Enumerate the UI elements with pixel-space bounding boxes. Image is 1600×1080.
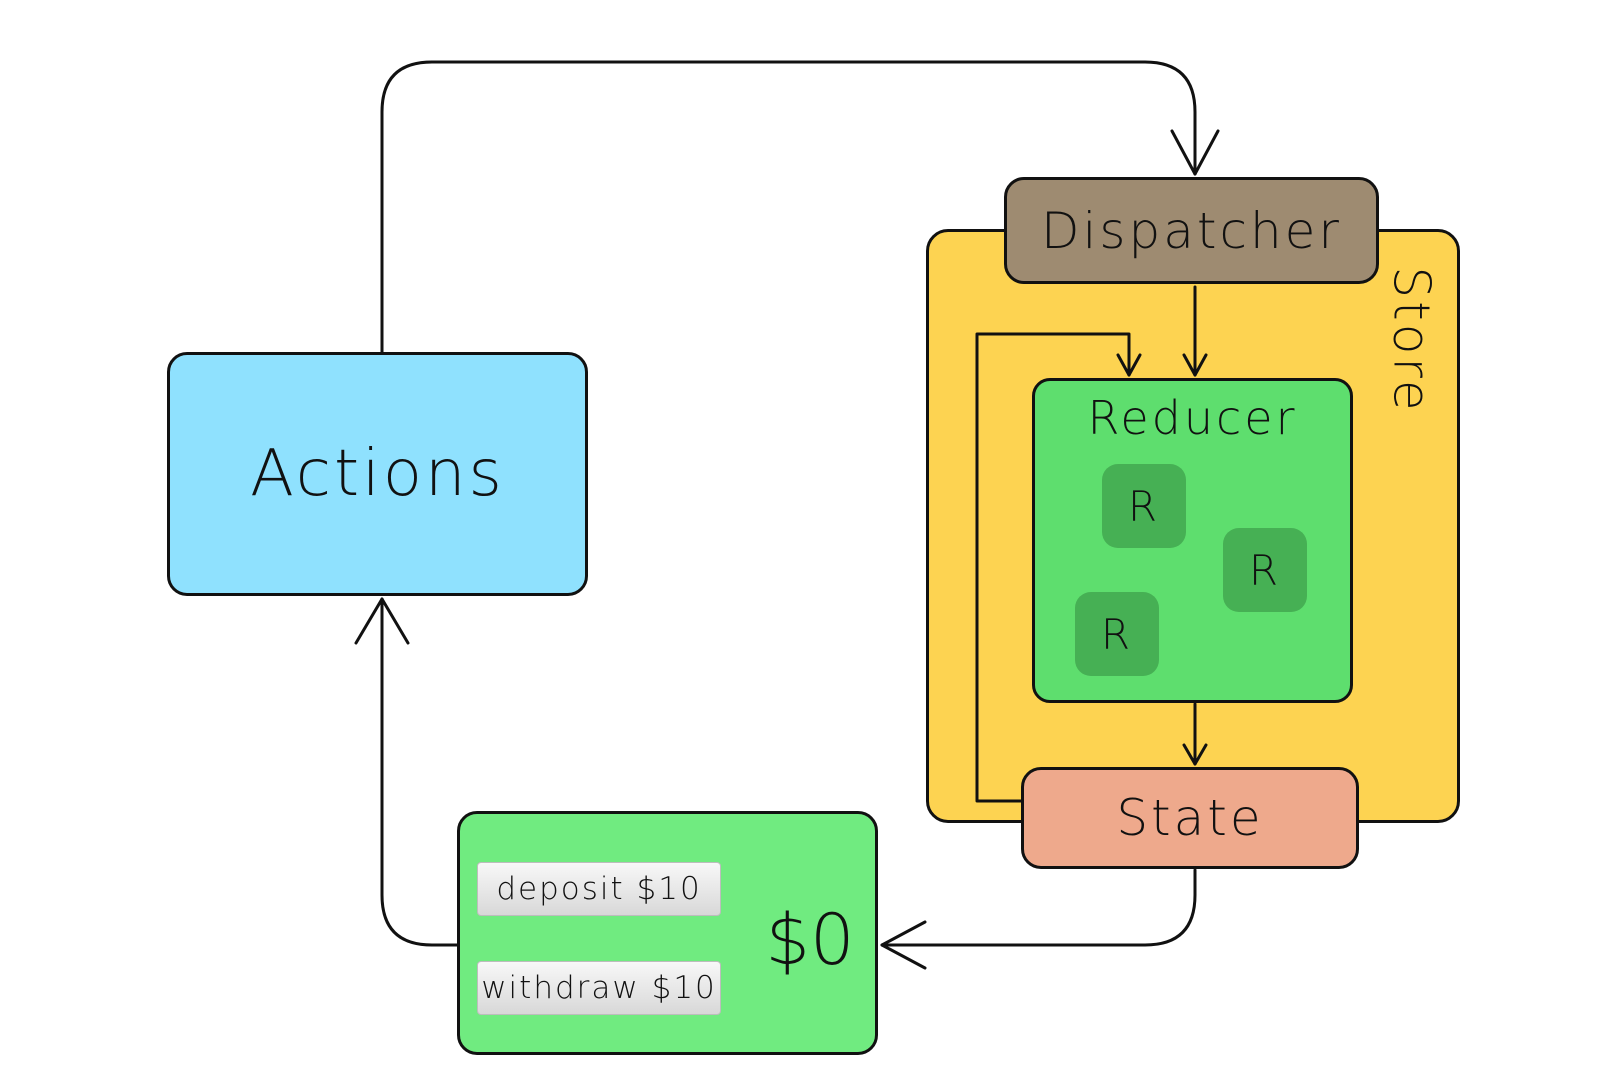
balance-display: $0 (765, 899, 855, 981)
reducer-chip: R (1075, 592, 1159, 676)
view-arrowhead (880, 920, 927, 970)
view-to-actions-line (380, 597, 459, 947)
reducer-chip-label: R (1127, 481, 1161, 531)
actions-arrowhead (354, 597, 410, 645)
state-arrowhead (1182, 743, 1208, 766)
dispatcher-arrowhead (1170, 129, 1220, 176)
reducer-box: Reducer R R R (1032, 378, 1353, 703)
state-to-view-line (880, 868, 1197, 947)
reducer-arrowhead-right (1182, 353, 1208, 377)
reducer-chip-label: R (1248, 545, 1282, 595)
dispatcher-label: Dispatcher (1041, 201, 1342, 260)
state-label: State (1116, 789, 1264, 847)
reducer-chip: R (1223, 528, 1307, 612)
reducer-chip: R (1102, 464, 1186, 548)
state-to-reducer-feedback-line (975, 332, 1131, 803)
actions-to-dispatcher-line (380, 60, 1197, 354)
reducer-chip-label: R (1100, 609, 1134, 659)
withdraw-button[interactable]: withdraw $10 (477, 961, 721, 1015)
reducer-arrowhead-left (1116, 353, 1142, 377)
actions-box: Actions (167, 352, 588, 596)
state-box: State (1021, 767, 1359, 869)
deposit-button[interactable]: deposit $10 (477, 862, 721, 916)
view-component: deposit $10 withdraw $10 $0 (457, 811, 878, 1055)
actions-label: Actions (250, 437, 505, 511)
dispatcher-box: Dispatcher (1004, 177, 1379, 284)
reducer-label: Reducer (1087, 391, 1298, 445)
